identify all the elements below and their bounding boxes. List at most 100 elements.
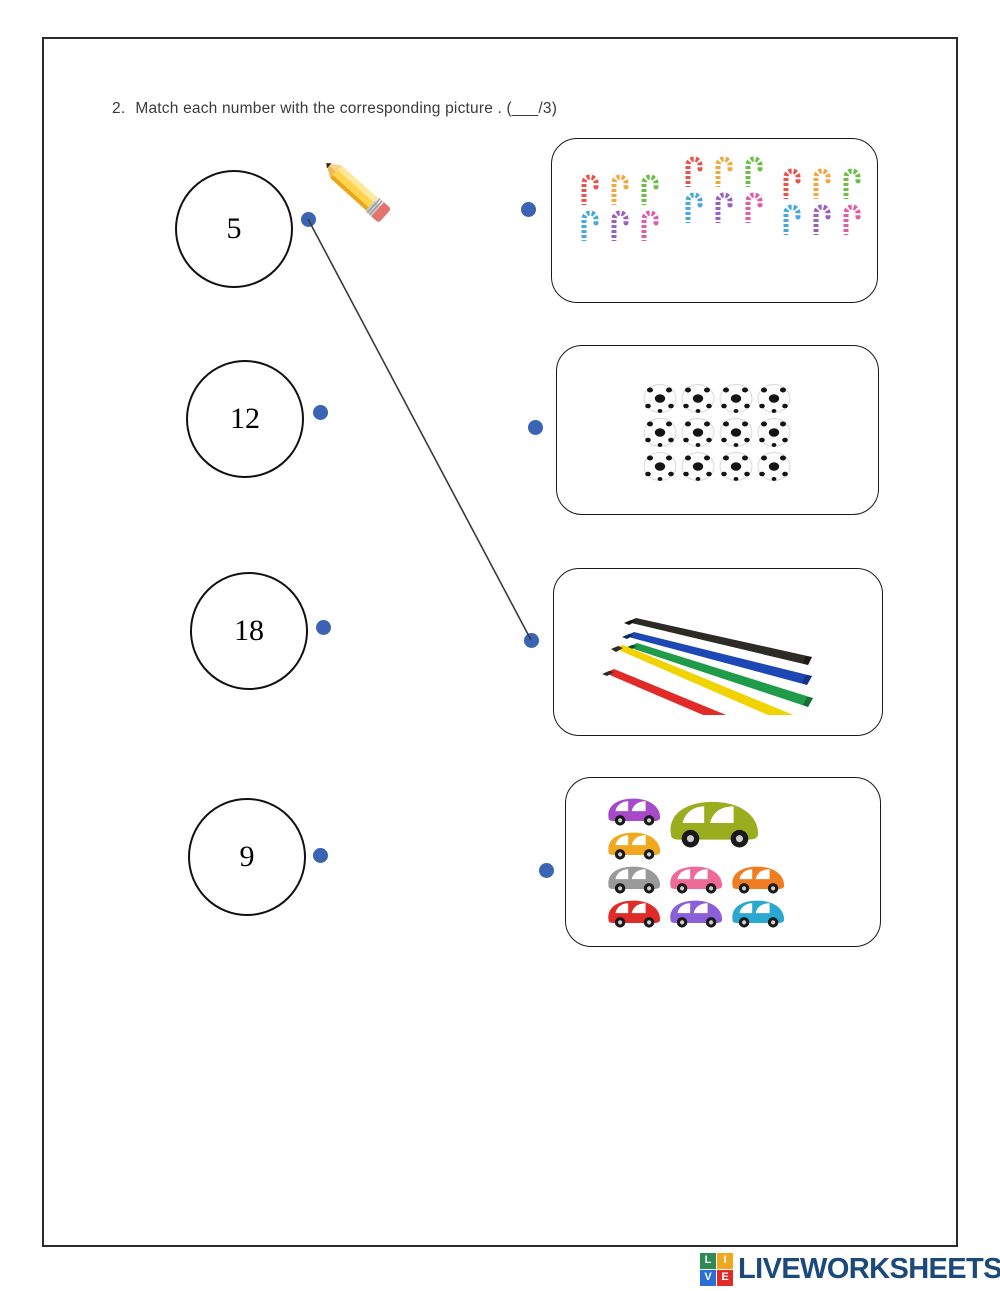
connector-dot-9[interactable] xyxy=(313,848,328,863)
soccer-ball-icon xyxy=(643,384,677,413)
toy-car xyxy=(729,862,787,900)
soccer-ball-icon xyxy=(681,418,715,447)
candy-cane xyxy=(680,189,706,225)
soccer-ball-icon xyxy=(719,418,753,447)
toy-car-icon xyxy=(608,900,661,928)
logo-tile-e: E xyxy=(717,1269,733,1286)
toy-car xyxy=(605,862,663,900)
candy-cane-icon xyxy=(641,174,659,207)
candy-cane-icon xyxy=(581,210,599,243)
soccer-ball-icon xyxy=(643,452,677,481)
candy-cane-icon xyxy=(611,174,629,207)
logo-wordmark: LIVEWORKSHEETS xyxy=(738,1252,1000,1285)
marker-black xyxy=(624,618,812,665)
candy-cane xyxy=(576,171,602,207)
candy-cane-icon xyxy=(813,204,831,237)
candy-cane-icon xyxy=(783,204,801,237)
picture-box-cars[interactable] xyxy=(565,777,881,947)
picture-box-markers[interactable] xyxy=(553,568,883,736)
soccer-ball-icon xyxy=(681,384,715,413)
instruction-text: Match each number with the corresponding… xyxy=(135,100,558,117)
candy-cane-group-3 xyxy=(778,165,864,237)
instruction-line: 2. Match each number with the correspondi… xyxy=(94,82,557,136)
candy-cane xyxy=(838,201,864,237)
candy-cane xyxy=(680,153,706,189)
instruction-number: 2. xyxy=(112,100,126,117)
toy-car-icon xyxy=(732,866,785,894)
candy-cane-icon xyxy=(611,210,629,243)
soccer-ball-icon xyxy=(681,452,715,481)
candy-cane-group-2 xyxy=(680,153,766,225)
connector-dot-12[interactable] xyxy=(313,405,328,420)
candy-cane xyxy=(606,207,632,243)
toy-car-icon xyxy=(608,798,661,826)
candy-cane xyxy=(576,207,602,243)
candy-cane xyxy=(778,201,804,237)
picture-box-candy-canes[interactable] xyxy=(551,138,878,303)
candy-cane xyxy=(636,207,662,243)
soccer-ball-icon xyxy=(643,418,677,447)
candy-cane-icon xyxy=(685,192,703,225)
soccer-ball-grid xyxy=(641,382,793,483)
logo-tile-v: V xyxy=(700,1269,716,1286)
candy-cane xyxy=(740,153,766,189)
toy-car-icon xyxy=(732,900,785,928)
candy-cane xyxy=(808,201,834,237)
soccer-ball-icon xyxy=(719,384,753,413)
connector-dot-18[interactable] xyxy=(316,620,331,635)
logo-tile-l: L xyxy=(700,1252,716,1269)
number-circle-12[interactable]: 12 xyxy=(186,360,304,478)
number-circle-5[interactable]: 5 xyxy=(175,170,293,288)
candy-cane xyxy=(636,171,662,207)
toy-car xyxy=(729,896,787,934)
candy-cane xyxy=(808,165,834,201)
connector-dot-markers[interactable] xyxy=(524,633,539,648)
number-label-12: 12 xyxy=(230,402,260,435)
toy-car xyxy=(605,794,663,832)
candy-cane-icon xyxy=(783,168,801,201)
connector-dot-soccer-balls[interactable] xyxy=(528,420,543,435)
candy-cane xyxy=(606,171,632,207)
toy-car-icon xyxy=(670,900,723,928)
toy-car xyxy=(605,828,663,866)
toy-car-icon xyxy=(670,801,759,848)
toy-car xyxy=(665,794,763,855)
toy-car-icon xyxy=(608,866,661,894)
candy-cane-icon xyxy=(745,192,763,225)
number-label-9: 9 xyxy=(239,840,255,873)
candy-cane-icon xyxy=(641,210,659,243)
connector-dot-candy-canes[interactable] xyxy=(521,202,536,217)
toy-car xyxy=(667,896,725,934)
markers-illustration xyxy=(602,618,813,735)
candy-cane xyxy=(838,165,864,201)
candy-cane-icon xyxy=(581,174,599,207)
candy-cane-icon xyxy=(843,168,861,201)
candy-cane-group-1 xyxy=(576,171,662,243)
number-circle-18[interactable]: 18 xyxy=(190,572,308,690)
marker-pen-set xyxy=(600,595,850,735)
toy-car-icon xyxy=(608,832,661,860)
candy-cane-icon xyxy=(715,192,733,225)
connector-dot-cars[interactable] xyxy=(539,863,554,878)
soccer-ball-icon xyxy=(719,452,753,481)
candy-cane xyxy=(710,153,736,189)
soccer-ball-icon xyxy=(757,452,791,481)
candy-cane-icon xyxy=(843,204,861,237)
marker-blue xyxy=(622,632,812,685)
toy-car xyxy=(605,896,663,934)
number-label-5: 5 xyxy=(226,212,242,245)
toy-car xyxy=(667,862,725,900)
candy-cane-icon xyxy=(715,156,733,189)
candy-cane xyxy=(740,189,766,225)
pencil-cursor-icon xyxy=(312,153,398,229)
candy-cane-icon xyxy=(745,156,763,189)
candy-cane-icon xyxy=(685,156,703,189)
toy-car-icon xyxy=(670,866,723,894)
number-circle-9[interactable]: 9 xyxy=(188,798,306,916)
candy-cane-icon xyxy=(813,168,831,201)
candy-cane xyxy=(778,165,804,201)
picture-box-soccer-balls[interactable] xyxy=(556,345,879,515)
